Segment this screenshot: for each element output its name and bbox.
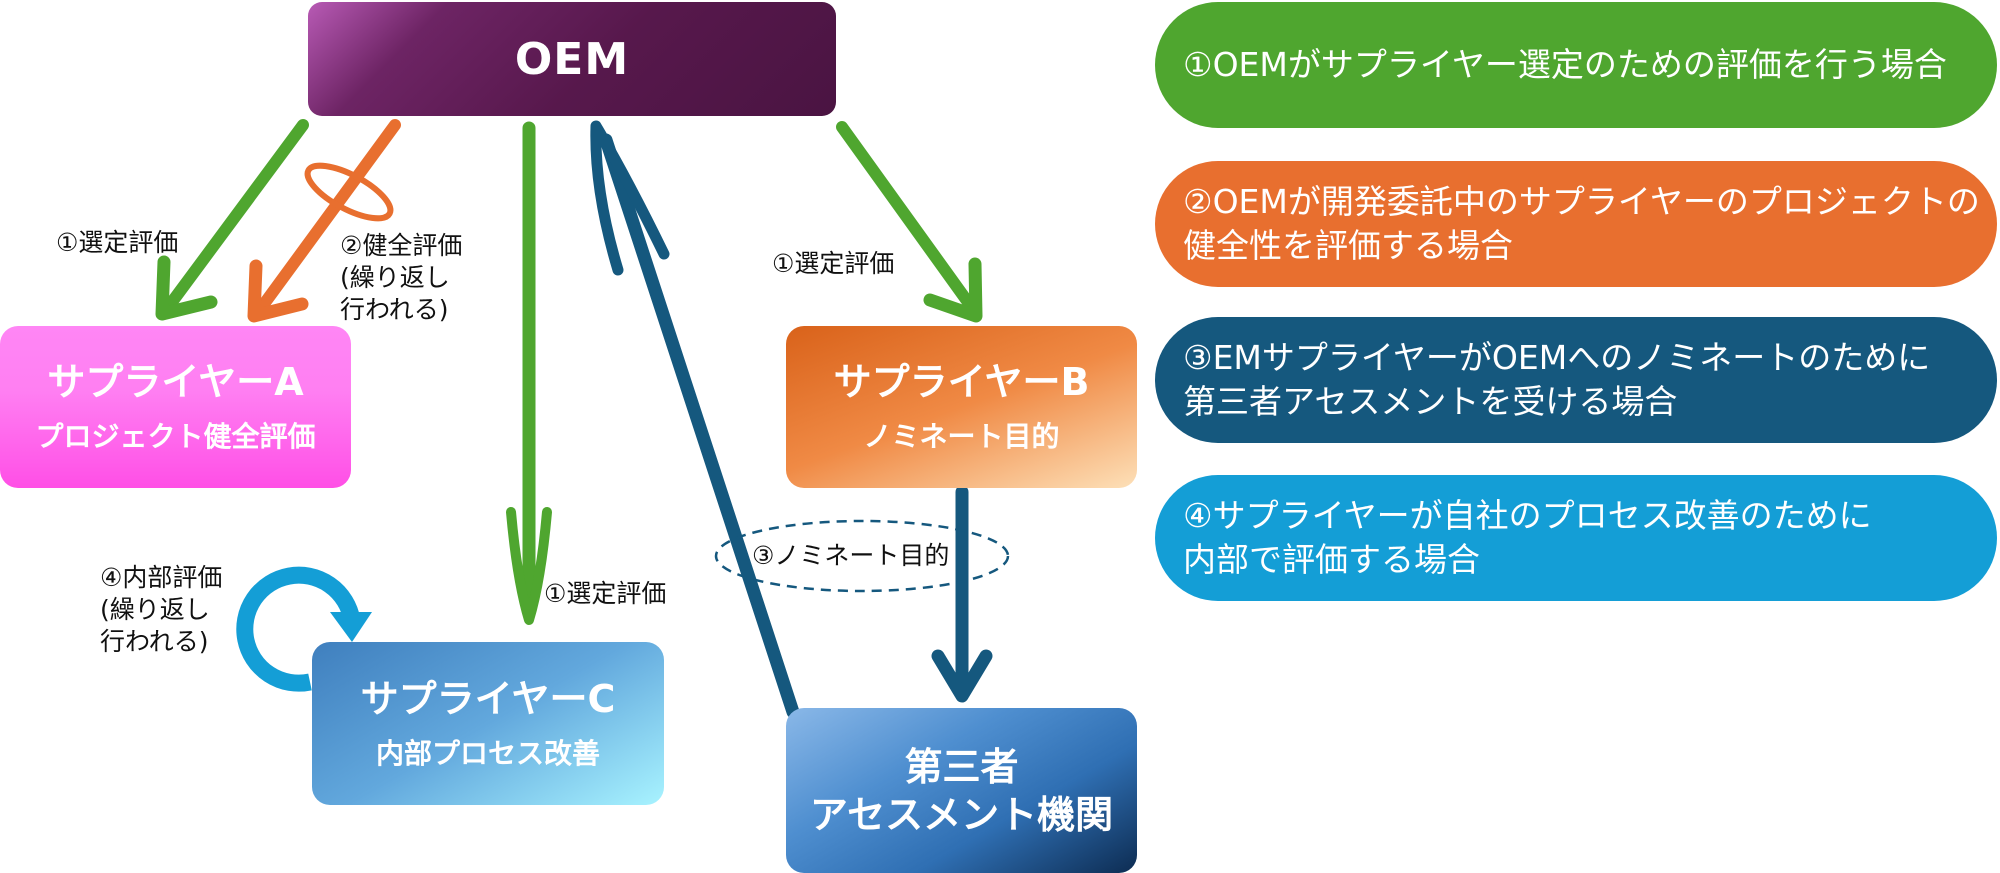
node-oem-label: OEM xyxy=(514,33,630,85)
edge-label-health-a: ②健全評価 (繰り返し 行われる) xyxy=(340,231,463,324)
arrow-internal-eval-loop xyxy=(236,566,361,692)
node-third-party-line2: アセスメント機関 xyxy=(809,792,1114,837)
legend-item-4-text: ④サプライヤーが自社のプロセス改善のために 内部で評価する場合 xyxy=(1183,496,1872,579)
legend-item-4: ④サプライヤーが自社のプロセス改善のために 内部で評価する場合 xyxy=(1155,475,1997,601)
arrow-supplier-b-to-third-party xyxy=(931,485,993,703)
legend-item-1: ①OEMがサプライヤー選定のための評価を行う場合 xyxy=(1155,2,1997,128)
edge-label-internal-c: ④内部評価 (繰り返し 行われる) xyxy=(100,563,223,656)
node-supplier-a-subtitle: プロジェクト健全評価 xyxy=(35,420,316,453)
node-supplier-b-title: サプライヤーB xyxy=(833,360,1090,404)
arrow-third-party-to-oem xyxy=(590,120,800,719)
arrow-oem-to-supplier-a xyxy=(155,119,309,321)
nomination-label-outline xyxy=(714,519,1010,593)
node-supplier-b-subtitle: ノミネート目的 xyxy=(863,420,1060,453)
node-supplier-a: サプライヤーA プロジェクト健全評価 xyxy=(0,326,351,488)
internal-loop-arrowhead-icon xyxy=(330,612,372,642)
node-third-party-line1: 第三者 xyxy=(904,744,1019,789)
legend-item-3: ③EMサプライヤーがOEMへのノミネートのために 第三者アセスメントを受ける場合 xyxy=(1155,317,1997,443)
legend-item-1-text: ①OEMがサプライヤー選定のための評価を行う場合 xyxy=(1183,45,1947,84)
edge-label-nomination: ③ノミネート目的 xyxy=(752,541,950,570)
arrow-health-eval-to-supplier-a xyxy=(247,119,401,323)
edge-label-select-b: ①選定評価 xyxy=(772,249,895,278)
node-supplier-b: サプライヤーB ノミネート目的 xyxy=(786,326,1137,488)
legend-item-2-text: ②OEMが開発委託中のサプライヤーのプロジェクトの 健全性を評価する場合 xyxy=(1183,182,1980,265)
node-supplier-c-subtitle: 内部プロセス改善 xyxy=(375,736,600,770)
edge-label-select-c: ①選定評価 xyxy=(544,579,667,608)
node-third-party: 第三者 アセスメント機関 xyxy=(786,708,1137,873)
arrow-oem-to-supplier-c xyxy=(506,121,552,625)
legend-item-2: ②OEMが開発委託中のサプライヤーのプロジェクトの 健全性を評価する場合 xyxy=(1155,161,1997,287)
repeat-loop-icon xyxy=(304,162,394,222)
legend-item-3-text: ③EMサプライヤーがOEMへのノミネートのために 第三者アセスメントを受ける場合 xyxy=(1183,338,1931,421)
arrow-oem-to-supplier-b xyxy=(836,121,983,323)
node-supplier-a-title: サプライヤーA xyxy=(47,360,304,404)
node-supplier-c-title: サプライヤーC xyxy=(360,676,616,721)
node-oem: OEM xyxy=(308,2,836,116)
edge-label-select-a: ①選定評価 xyxy=(56,228,179,257)
node-supplier-c: サプライヤーC 内部プロセス改善 xyxy=(312,642,664,805)
